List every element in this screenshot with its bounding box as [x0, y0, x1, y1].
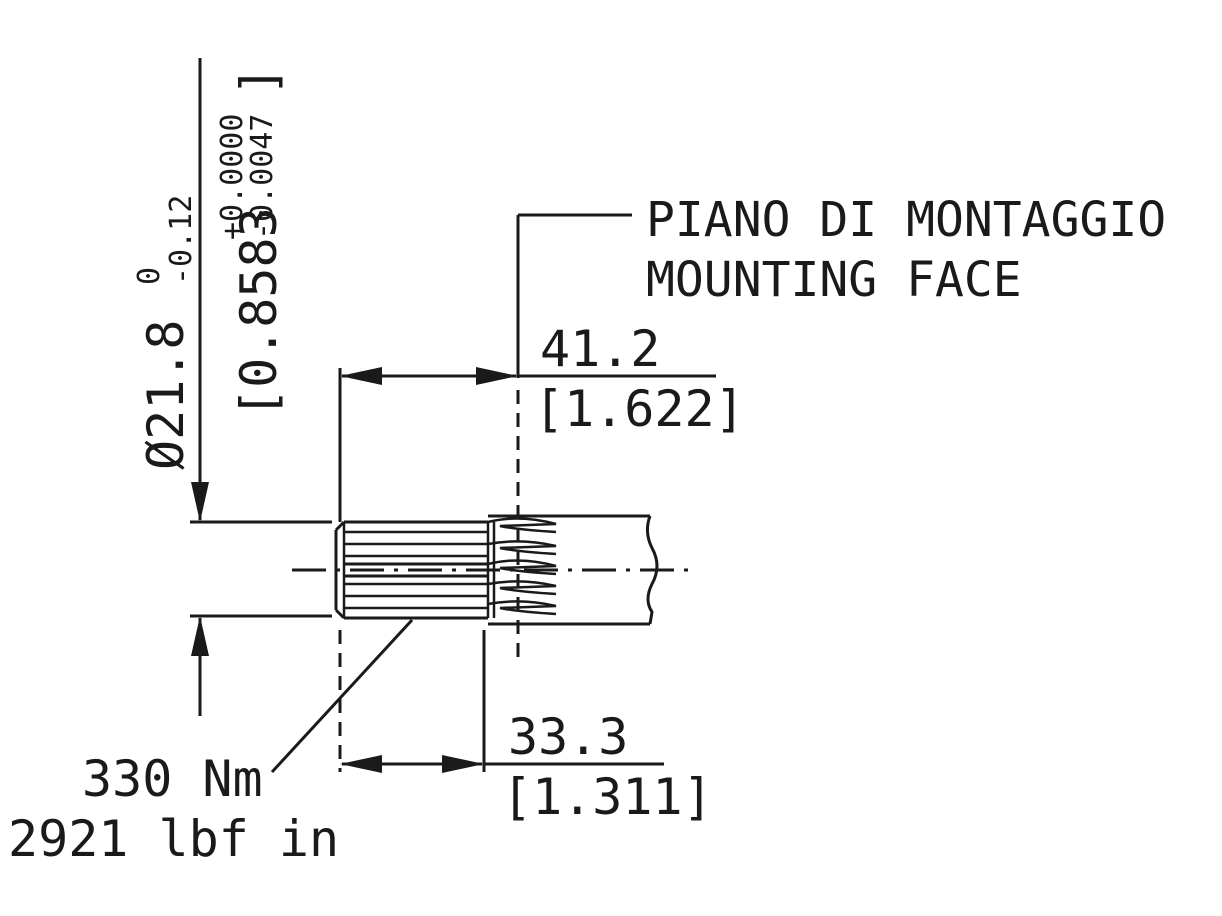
diameter-upper-tol: 0 — [132, 267, 167, 285]
diameter-label-imperial: [0.8583 +0.0000 -0.0047 ] — [215, 66, 288, 418]
diameter-imperial-lower: -0.0047 — [245, 114, 280, 240]
diameter-value: Ø21.8 — [137, 319, 195, 470]
length-33-imperial: [1.311] — [502, 768, 713, 826]
diameter-imperial-upper: +0.0000 — [215, 114, 250, 240]
diameter-dimension-lines — [190, 58, 332, 716]
mounting-face-label-it: PIANO DI MONTAGGIO — [646, 192, 1166, 248]
length-33-dimension — [338, 630, 664, 773]
torque-metric: 330 Nm — [82, 750, 263, 808]
mounting-face-label-en: MOUNTING FACE — [646, 252, 1022, 308]
diameter-label-metric: Ø21.8 0 -0.12 — [132, 195, 199, 470]
length-41-imperial: [1.622] — [534, 380, 745, 438]
splined-shaft — [334, 514, 659, 626]
length-41-dimension — [338, 367, 716, 522]
diameter-imperial-value: [0.8583 — [230, 207, 288, 418]
diameter-lower-tol: -0.12 — [164, 195, 199, 285]
length-41-metric: 41.2 — [540, 320, 660, 378]
mounting-face-leader — [516, 213, 632, 665]
length-33-metric: 33.3 — [508, 708, 628, 766]
diameter-imperial-close: ] — [230, 66, 288, 96]
torque-imperial: 2921 lbf in — [8, 810, 339, 868]
torque-leader — [270, 618, 414, 774]
